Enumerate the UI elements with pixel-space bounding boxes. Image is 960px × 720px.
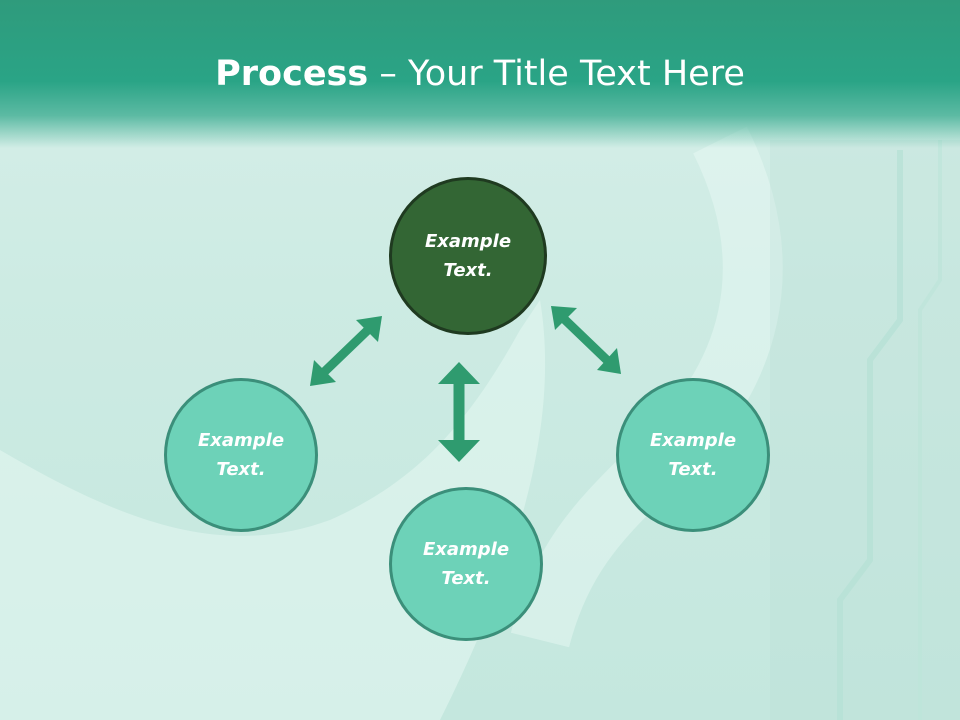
title-bar <box>0 0 960 148</box>
arrow-top-left <box>310 316 382 386</box>
title-rest: – Your Title Text Here <box>368 54 745 94</box>
process-node-right: Example Text. <box>616 378 770 532</box>
title-bold: Process <box>215 54 369 94</box>
arrow-top-right <box>551 306 621 374</box>
process-node-top: Example Text. <box>389 177 547 335</box>
node-left-text: Example Text. <box>197 430 285 480</box>
arrow-vertical <box>438 362 480 462</box>
page-title: Process – Your Title Text Here <box>0 50 960 98</box>
process-node-bottom: Example Text. <box>389 487 543 641</box>
process-node-left: Example Text. <box>164 378 318 532</box>
node-top-text: Example Text. <box>424 231 512 281</box>
node-right-text: Example Text. <box>649 430 737 480</box>
node-bottom-text: Example Text. <box>422 539 510 589</box>
